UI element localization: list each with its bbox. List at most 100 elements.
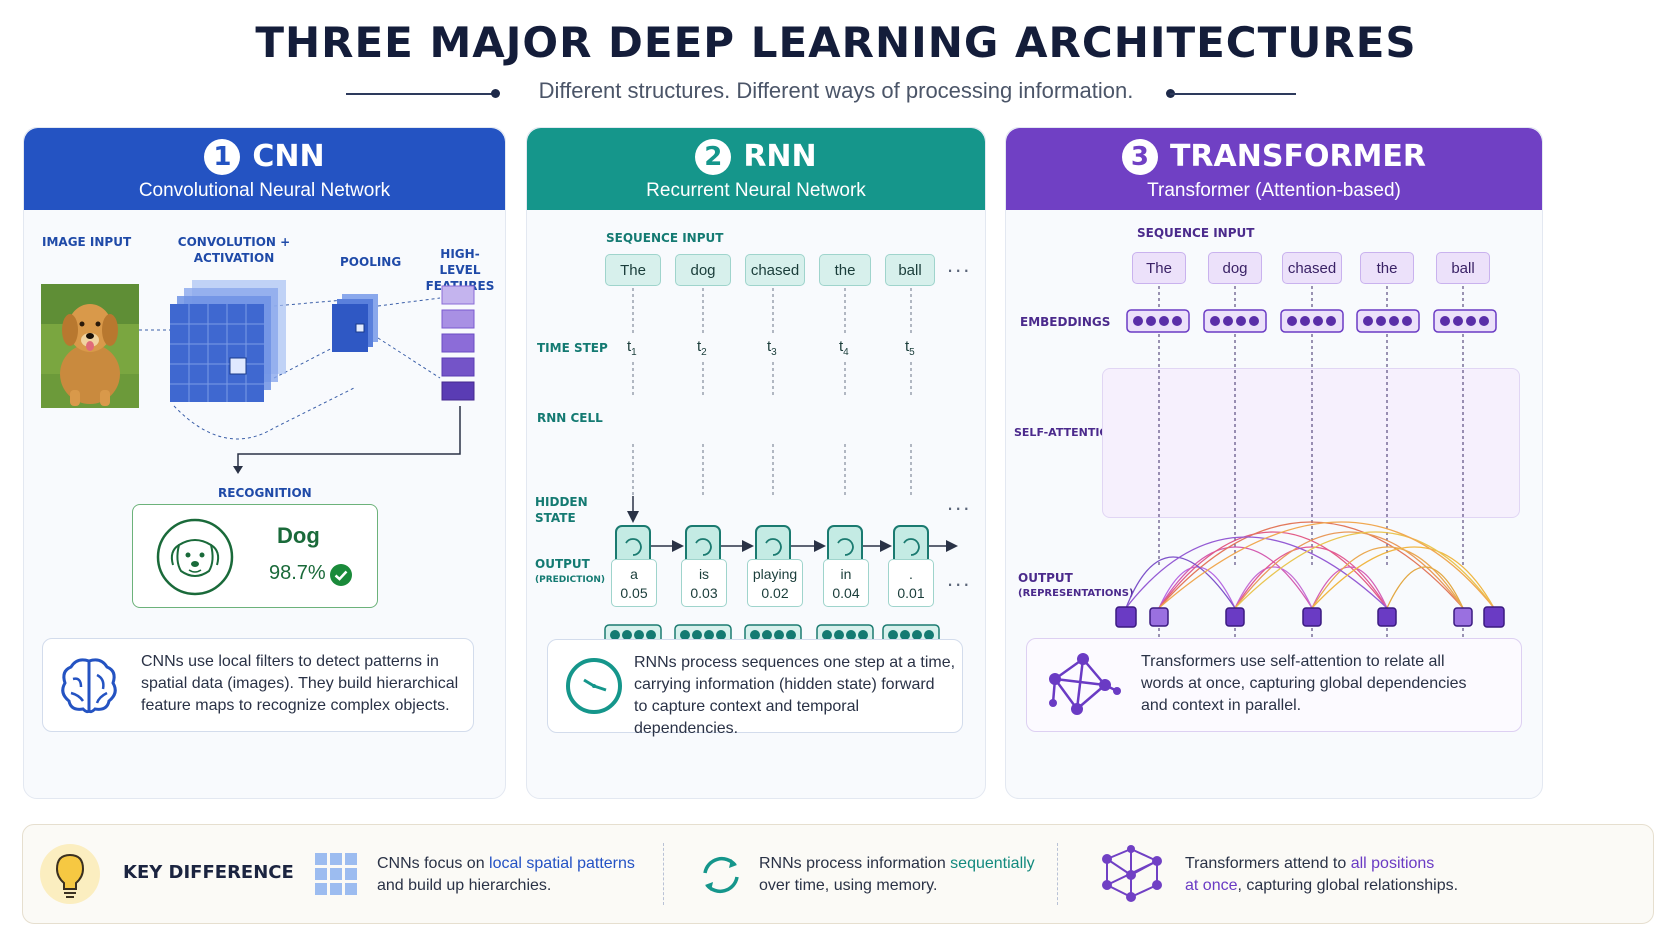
kd-transformer-line2-highlight: at once [1185,877,1238,894]
rnn-output-box: . 0.01 [888,559,934,607]
rnn-output-prob: 0.01 [897,585,925,601]
kd-transformer-highlight: all positions [1350,855,1435,872]
key-difference-rnn: RNNs process information sequentially ov… [759,853,1035,897]
rnn-description-box: RNNs process sequences one step at a tim… [547,639,963,737]
rnn-output-box: in 0.04 [823,559,869,607]
convolution-feature-maps [170,280,286,402]
rnn-token: chased [745,254,805,286]
page-subtitle: Different structures. Different ways of … [538,78,1134,103]
rnn-input-ellipsis: ... [947,252,972,277]
page-title: THREE MAJOR DEEP LEARNING ARCHITECTURES [255,18,1417,67]
dog-image [41,284,139,408]
transformer-output-label-line1: OUTPUT [1018,571,1073,585]
recognition-confidence: 98.7% [269,562,326,584]
kd-rnn-line2: over time, using memory. [759,877,938,894]
hidden-state-label-line1: HIDDEN [535,495,588,509]
transformer-description-line1: Transformers use self-attention to relat… [1141,653,1445,670]
key-difference-title: KEY DIFFERENCE [123,862,294,883]
time-step-t3: t3 [767,338,777,358]
hidden-state-label: HIDDEN STATE [535,494,588,526]
rnn-output-box: a 0.05 [611,559,657,607]
transformer-description: Transformers use self-attention to relat… [1141,651,1511,717]
network-icon [1102,845,1162,902]
rnn-description: RNNs process sequences one step at a tim… [634,652,960,740]
key-difference-bar: KEY DIFFERENCE CNNs focus on local spati… [22,824,1654,924]
kd-cnn-line2: and build up hierarchies. [377,877,552,894]
subtitle-line-left [346,93,496,95]
cnn-description-line3: feature maps to recognize complex object… [141,697,450,714]
transformer-token: dog [1208,252,1262,284]
cnn-description-box: CNNs use local filters to detect pattern… [42,638,474,732]
rnn-token: dog [675,254,731,286]
cnn-description: CNNs use local filters to detect pattern… [141,651,471,717]
transformer-sequence-input-label: SEQUENCE INPUT [1137,226,1255,240]
rnn-output-ellipsis: ... [947,566,972,591]
rnn-output-prob: 0.03 [690,585,718,601]
rnn-hidden-ellipsis: ... [947,490,972,515]
time-step-t1-letter: t [627,338,632,355]
dog-face-icon [156,518,234,596]
transformer-token: The [1132,252,1186,284]
self-attention-area [1102,368,1520,518]
rnn-output-prob: 0.05 [620,585,648,601]
convolution-label-line1: CONVOLUTION + [177,235,291,249]
clock-icon [566,658,622,714]
rnn-output-word: in [840,566,852,582]
brain-icon [61,658,117,714]
recognition-class: Dog [277,523,320,548]
transformer-title: TRANSFORMER [1169,139,1427,174]
transformer-description-line2: words at once, capturing global dependen… [1141,675,1467,692]
rnn-diagram [615,288,958,569]
cnn-diagram [41,280,475,474]
rnn-output-prob: 0.04 [832,585,860,601]
attention-arcs [1125,521,1495,609]
rnn-number-badge: 2 [695,138,732,175]
rnn-output-box: is 0.03 [681,559,727,607]
embedding-vectors [1126,309,1497,333]
check-icon [330,564,352,586]
recognition-label: RECOGNITION [218,486,312,500]
hidden-state-label-line2: STATE [535,511,576,525]
transformer-token: chased [1282,252,1342,284]
time-step-t2-index: 2 [701,347,707,358]
rnn-output-word: . [909,566,913,582]
convolution-label-line2: ACTIVATION [193,251,275,265]
rnn-token: ball [885,254,935,286]
image-input-label: IMAGE INPUT [42,235,132,249]
time-step-label: TIME STEP [537,341,608,355]
time-step-t4: t4 [839,338,849,358]
rnn-description-line1: RNNs process sequences one step at a tim… [634,654,956,671]
attention-nodes [1115,606,1505,628]
kd-transformer-pre: Transformers attend to [1185,855,1351,872]
kd-cnn-pre: CNNs focus on [377,855,490,872]
time-step-t3-letter: t [767,338,772,355]
rnn-description-line2: carrying information (hidden state) forw… [634,676,935,693]
subtitle-dot-left [491,89,500,98]
pooling-label: POOLING [340,255,402,269]
subtitle-row: Different structures. Different ways of … [0,78,1672,110]
rnn-cell-label: RNN CELL [537,411,603,425]
rnn-title: RNN [743,139,817,174]
rnn-sequence-input-label: SEQUENCE INPUT [606,231,724,245]
rnn-output-prob: 0.02 [761,585,789,601]
cnn-number-badge: 1 [204,138,241,175]
time-step-t4-index: 4 [843,347,849,358]
high-level-feature-blocks [441,285,475,401]
pooling-maps [332,294,378,352]
time-step-t1: t1 [627,338,637,358]
kd-rnn-pre: RNNs process information [759,855,951,872]
rnn-output-word: playing [752,566,798,582]
time-step-t4-letter: t [839,338,844,355]
time-step-t2-letter: t [697,338,702,355]
cnn-description-line1: CNNs use local filters to detect pattern… [141,653,439,670]
convolution-label: CONVOLUTION + ACTIVATION [174,234,294,266]
cnn-description-line2: spatial data (images). They build hierar… [141,675,459,692]
transformer-token: the [1360,252,1414,284]
transformer-output-label: OUTPUT (REPRESENTATIONS) [1018,570,1134,602]
transformer-description-line3: and context in parallel. [1141,697,1302,714]
